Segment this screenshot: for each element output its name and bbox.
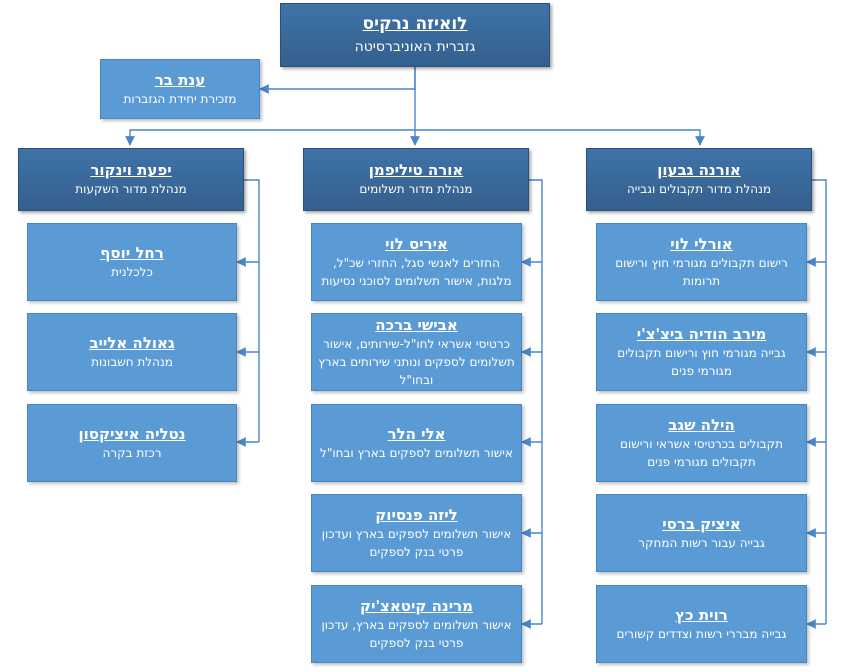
investments-staff-1: רחל יוסף כלכלנית <box>27 223 237 301</box>
staff-name: מרינה קיטאצ'יק <box>359 596 474 615</box>
secretary-box: ענת בר מזכירת יחידת הגזברות <box>100 59 260 119</box>
payments-head-box: אורה טיליפמן מנהלת מדור תשלומים <box>303 148 529 211</box>
secretary-name: ענת בר <box>154 70 206 89</box>
receipts-staff-3: הילה שגב תקבולים בכרטיסי אשראי ורישום תק… <box>596 404 807 482</box>
payments-head-role: מנהלת מדור תשלומים <box>359 182 473 196</box>
staff-role: גבייה עבור רשות המחקר <box>638 535 765 550</box>
payments-staff-1: איריס לוי החזרים לאנשי סגל, החזרי שכ"ל, … <box>311 223 522 301</box>
receipts-staff-5: רוית כץ גבייה מבררי רשות וצדדים קשורים <box>596 585 807 663</box>
treasurer-box: לואיזה נרקיס גזברית האוניברסיטה <box>280 3 550 67</box>
receipts-head-role: מנהלת מדור תקבולים וגבייה <box>626 182 772 196</box>
staff-name: רוית כץ <box>675 605 728 624</box>
staff-name: ליזה פנסיוק <box>375 505 458 524</box>
staff-name: איריס לוי <box>385 234 448 253</box>
secretary-role: מזכירת יחידת הגזברות <box>123 91 237 106</box>
investments-staff-2: גאולה אלייב מנהלת חשבונות <box>27 313 237 391</box>
treasurer-name: לואיזה נרקיס <box>362 13 468 34</box>
investments-head-box: יפעת וינקור מנהלת מדור השקעות <box>18 148 244 211</box>
payments-head-name: אורה טיליפמן <box>368 161 464 179</box>
staff-name: הילה שגב <box>668 415 735 434</box>
staff-role: כרטיסי אשראי לחו"ל-שירותים, אישור תשלומי… <box>318 336 515 387</box>
staff-name: רחל יוסף <box>100 243 164 262</box>
investments-head-name: יפעת וינקור <box>90 161 172 179</box>
receipts-staff-4: איציק ברסי גבייה עבור רשות המחקר <box>596 494 807 572</box>
receipts-staff-1: אורלי לוי רישום תקבולים מגורמי חוץ ורישו… <box>596 223 807 301</box>
staff-name: נטליה איציקסון <box>78 424 186 443</box>
receipts-head-name: אורנה גבעון <box>657 161 741 179</box>
staff-name: אלי הלר <box>387 424 446 443</box>
investments-staff-3: נטליה איציקסון רכזת בקרה <box>27 404 237 482</box>
bus-payments <box>529 179 543 624</box>
staff-role: אישור תשלומים לספקים בארץ ובחו"ל <box>320 445 513 460</box>
bus-receipts <box>812 179 827 624</box>
staff-name: אורלי לוי <box>670 234 733 253</box>
staff-role: אישור תשלומים לספקים בארץ, עדכון פרטי בנ… <box>321 617 512 650</box>
staff-name: אבישי ברכה <box>375 315 458 334</box>
staff-role: החזרים לאנשי סגל, החזרי שכ"ל, מלגות, איש… <box>321 255 512 288</box>
staff-role: אישור תשלומים לספקים בארץ ועדכון פרטי בנ… <box>321 526 512 559</box>
connector-top-secretary <box>259 67 416 94</box>
staff-name: מירב הודיה ביצ'צ'י <box>636 324 767 343</box>
staff-name: איציק ברסי <box>662 514 741 533</box>
staff-name: גאולה אלייב <box>89 333 175 352</box>
receipts-staff-2: מירב הודיה ביצ'צ'י גבייה מגורמי חוץ וריש… <box>596 313 807 391</box>
treasurer-role: גזברית האוניברסיטה <box>354 38 476 55</box>
payments-staff-5: מרינה קיטאצ'יק אישור תשלומים לספקים בארץ… <box>311 585 522 663</box>
payments-staff-4: ליזה פנסיוק אישור תשלומים לספקים בארץ וע… <box>311 494 522 572</box>
staff-role: גבייה מבררי רשות וצדדים קשורים <box>616 626 787 641</box>
staff-role: רישום תקבולים מגורמי חוץ ורישום תרומות <box>615 255 788 288</box>
staff-role: רכזת בקרה <box>102 445 162 460</box>
staff-role: תקבולים בכרטיסי אשראי ורישום תקבולים מגו… <box>620 436 783 469</box>
bus-investments <box>244 179 260 442</box>
investments-head-role: מנהלת מדור השקעות <box>75 182 187 196</box>
staff-role: מנהלת חשבונות <box>91 354 173 369</box>
staff-role: כלכלנית <box>111 264 153 279</box>
receipts-head-box: אורנה גבעון מנהלת מדור תקבולים וגבייה <box>586 148 812 211</box>
payments-staff-2: אבישי ברכה כרטיסי אשראי לחו"ל-שירותים, א… <box>311 313 522 391</box>
staff-role: גבייה מגורמי חוץ ורישום תקבולים מגורמי פ… <box>617 345 786 378</box>
connector-top-receipts <box>415 129 705 146</box>
payments-staff-3: אלי הלר אישור תשלומים לספקים בארץ ובחו"ל <box>311 404 522 482</box>
connector-top-investments <box>125 129 415 146</box>
